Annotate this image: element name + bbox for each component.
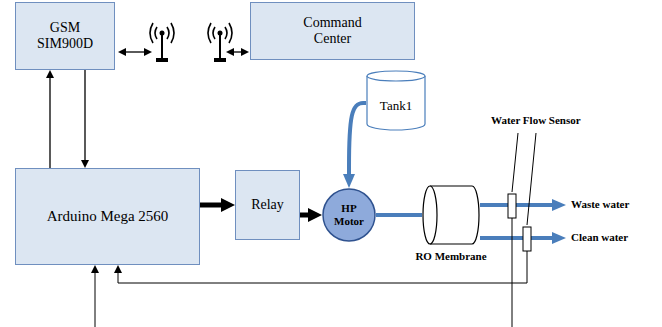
- controller-box: Arduino Mega 2560: [15, 168, 200, 265]
- node-label: HP Motor: [329, 202, 369, 227]
- link-arrow: [122, 51, 148, 52]
- node-label: RO Membrane: [415, 250, 486, 263]
- connector-arrow: [376, 213, 422, 217]
- antenna-tip: [218, 31, 223, 36]
- membrane-cylinder: RO Membrane: [422, 185, 480, 245]
- antenna-base: [214, 58, 226, 62]
- flow-sensor: [508, 194, 516, 218]
- node-label: Command Center: [293, 15, 373, 47]
- node-label: GSM SIM900D: [29, 20, 101, 52]
- antenna-base: [156, 58, 168, 62]
- radio-wave: [171, 23, 174, 43]
- connector-arrow: [349, 103, 366, 180]
- radio-wave: [155, 27, 157, 39]
- motor-outline: [323, 189, 375, 241]
- outlet-label: Clean water: [570, 231, 629, 244]
- radio-wave: [225, 27, 227, 39]
- antenna-symbol: [150, 23, 174, 62]
- clean-pipe: [480, 236, 558, 240]
- sensor-label: Water Flow Sensor: [490, 114, 582, 127]
- link-arrow: [230, 51, 245, 52]
- antenna-mast: [219, 35, 221, 58]
- membrane-end: [423, 186, 437, 244]
- relay-box: Relay: [235, 170, 300, 240]
- radio-wave: [213, 27, 215, 39]
- connector-arrow: [300, 213, 314, 218]
- tank-body: [367, 76, 425, 130]
- outlet-label: Waste water: [570, 198, 630, 211]
- sensor-wire: [95, 269, 96, 327]
- radio-wave: [150, 23, 153, 43]
- flow-sensor: [523, 227, 531, 251]
- node-label: Tank1: [380, 99, 412, 114]
- leader-line: [512, 133, 518, 192]
- radio-wave: [229, 23, 232, 43]
- motor-circle: HP Motor: [322, 188, 376, 242]
- tank-cylinder: Tank1: [366, 70, 426, 130]
- connector-arrow: [49, 74, 50, 168]
- radio-wave: [208, 23, 211, 43]
- connector-arrow: [200, 203, 227, 208]
- leader-line: [527, 133, 536, 225]
- waste-pipe: [480, 203, 558, 207]
- sensor-wire: [512, 218, 513, 327]
- antenna-symbol: [208, 23, 232, 62]
- antenna-mast: [161, 35, 163, 58]
- node-label: Arduino Mega 2560: [47, 208, 169, 225]
- tank-lid: [367, 71, 425, 81]
- antenna-tip: [160, 31, 165, 36]
- membrane-cylinder-outline: [422, 185, 480, 245]
- module-box: GSM SIM900D: [15, 2, 115, 70]
- center-box: Command Center: [250, 2, 415, 60]
- connector-arrow: [84, 70, 85, 164]
- radio-wave: [167, 27, 169, 39]
- node-label: Relay: [251, 197, 284, 213]
